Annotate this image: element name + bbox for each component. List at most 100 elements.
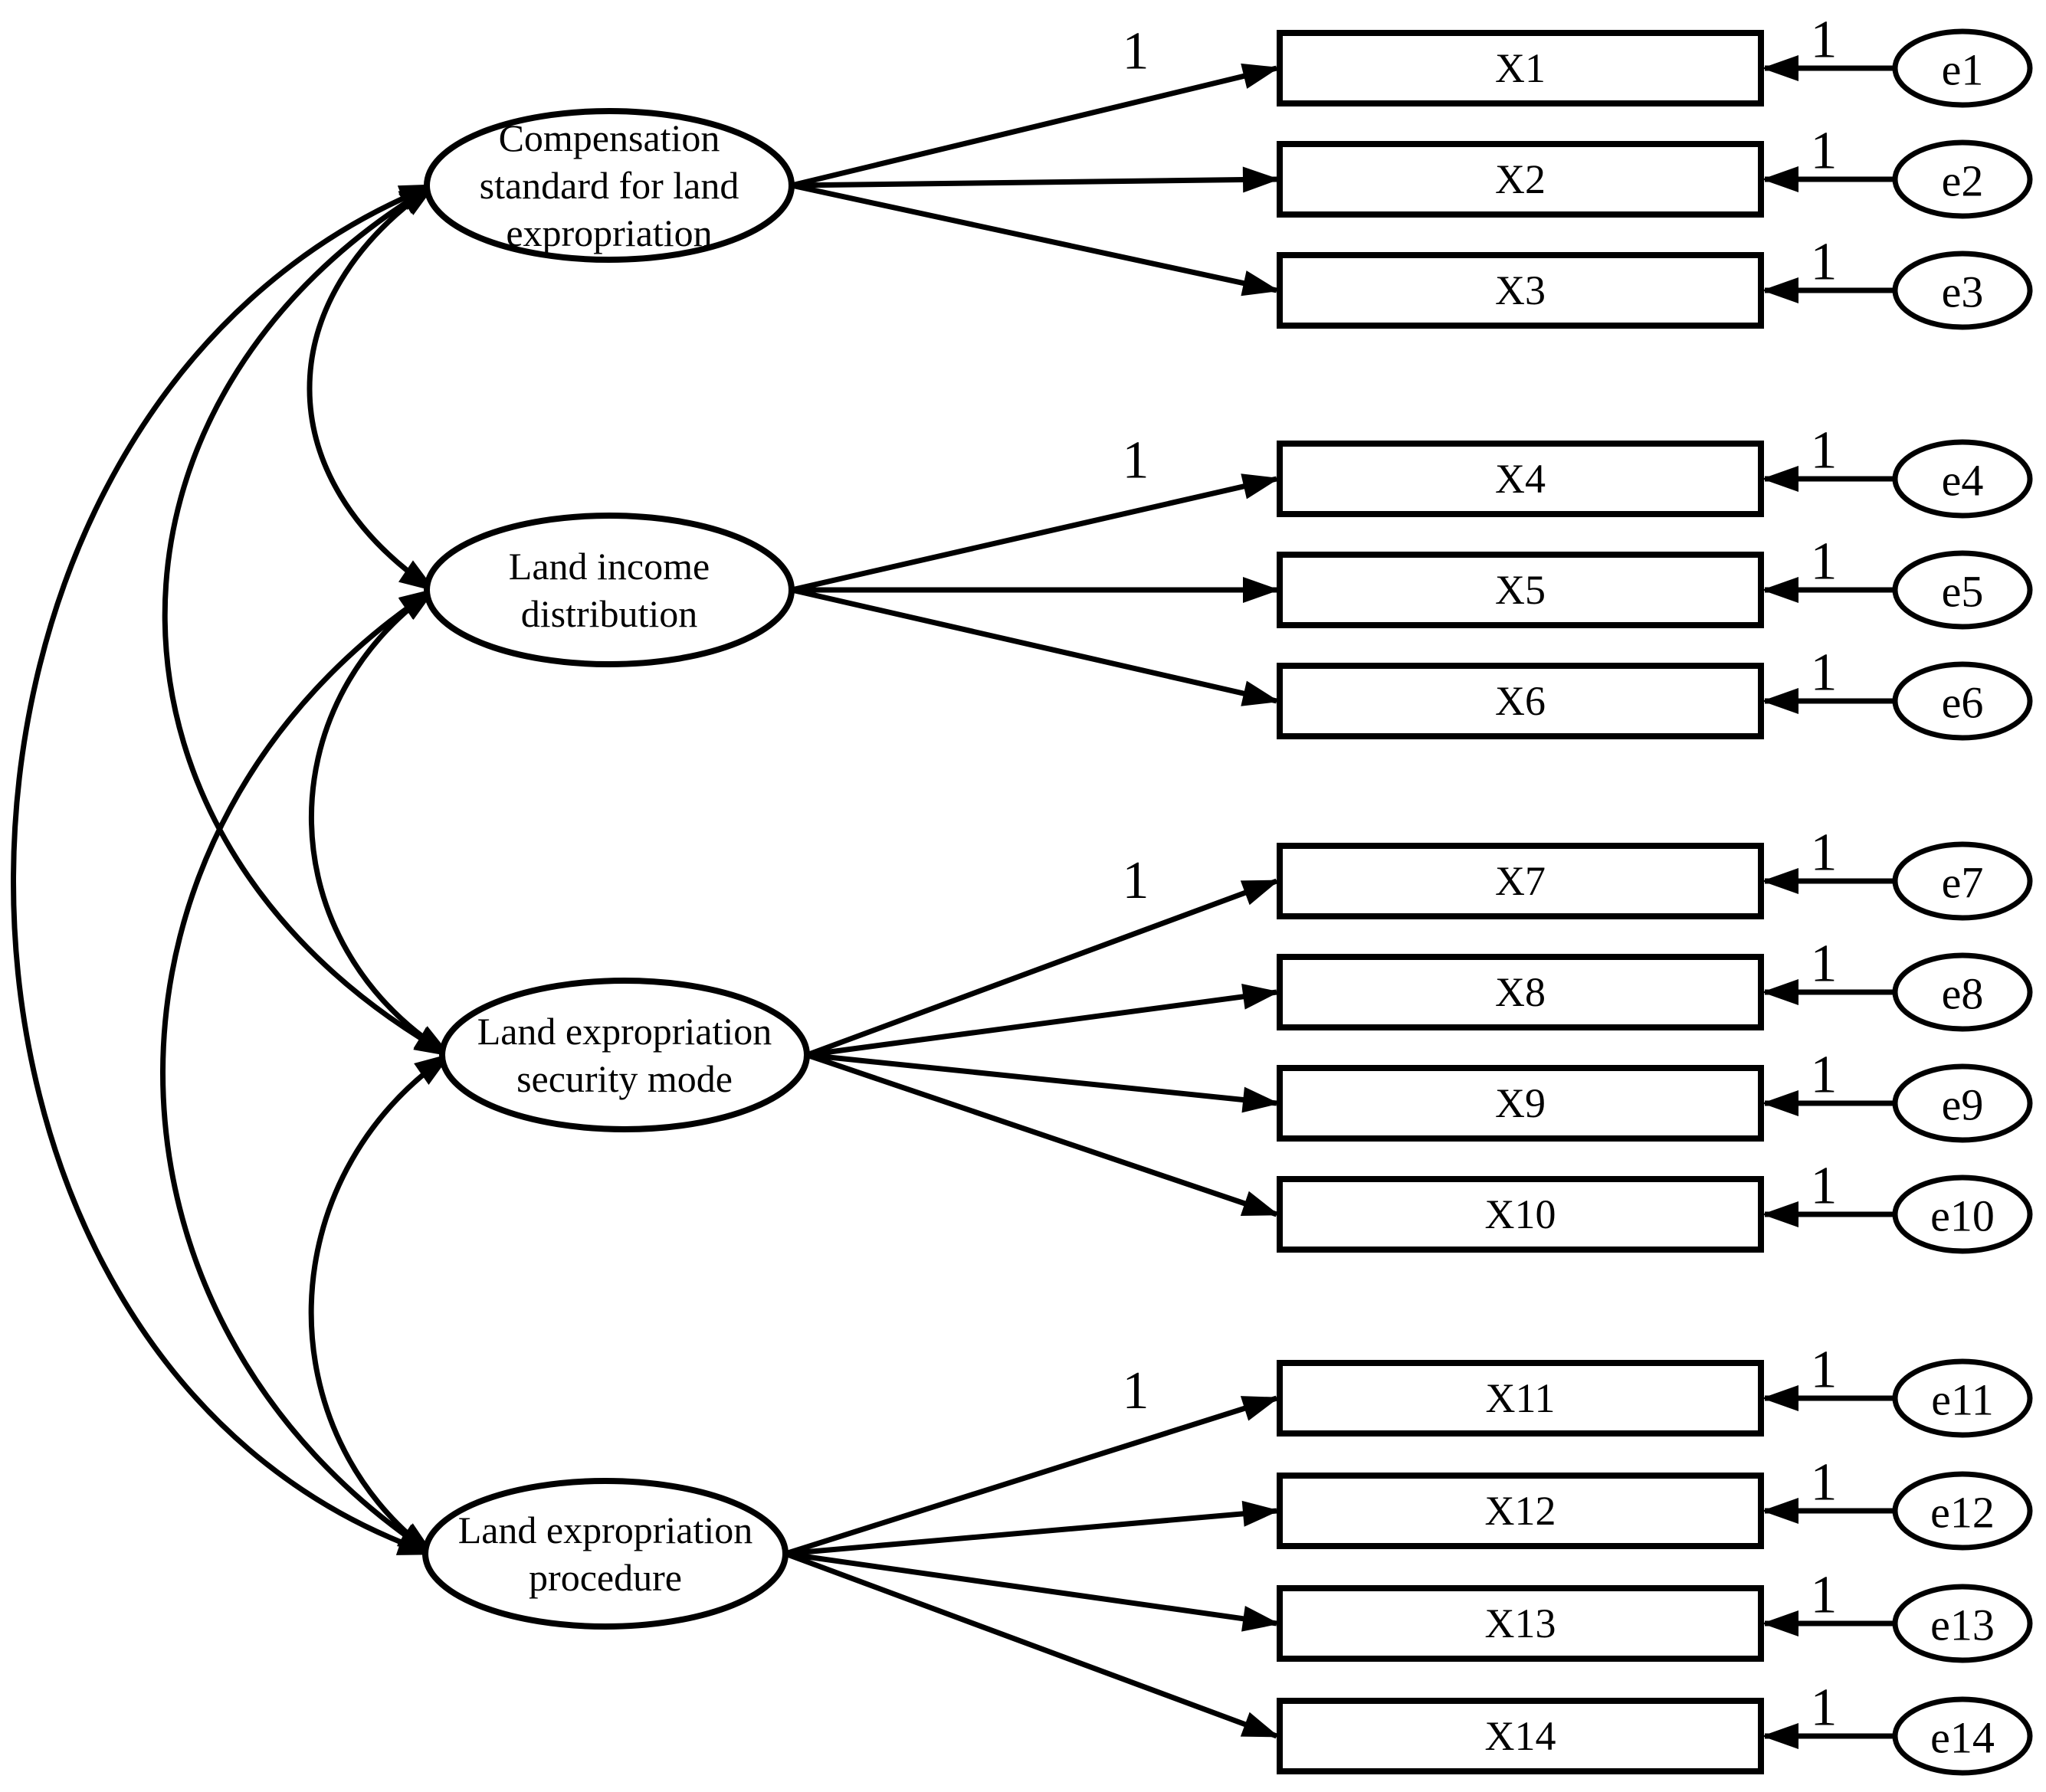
latent-label-l4-line1: Land expropriation [458, 1509, 753, 1551]
latent-label-l3-line2: security mode [516, 1057, 733, 1100]
error-ellipse-e4 [1892, 439, 2033, 519]
observed-label-x1: X1 [1495, 45, 1546, 91]
error-label-e1: e1 [1942, 45, 1984, 95]
error-loading-label-e5: 1 [1811, 532, 1838, 591]
error-ellipse-e7 [1892, 841, 2033, 921]
observed-label-x12: X12 [1485, 1488, 1556, 1534]
observed-label-x8: X8 [1495, 969, 1546, 1015]
error-loading-label-e11: 1 [1811, 1341, 1838, 1400]
observed-box-x3 [1277, 252, 1764, 329]
observed-label-x4: X4 [1495, 456, 1546, 502]
error-ellipse-e5 [1892, 550, 2033, 630]
loading-arrow-l1-x3 [791, 182, 1280, 296]
loading-arrow-l1-x2 [791, 166, 1280, 193]
observed-label-x3: X3 [1495, 267, 1546, 313]
error-loading-label-e14: 1 [1811, 1679, 1838, 1738]
error-loading-label-e10: 1 [1811, 1157, 1838, 1216]
error-ellipse-e9 [1892, 1063, 2033, 1143]
observed-label-x5: X5 [1495, 567, 1546, 613]
error-ellipse-e2 [1892, 139, 2033, 219]
observed-box-x4 [1277, 441, 1764, 517]
observed-box-x11 [1277, 1360, 1764, 1437]
observed-label-x9: X9 [1495, 1080, 1546, 1126]
error-ellipse-e3 [1892, 251, 2033, 330]
observed-label-x13: X13 [1485, 1600, 1556, 1646]
observed-label-x10: X10 [1485, 1191, 1556, 1237]
error-label-e7: e7 [1942, 858, 1984, 908]
error-loading-label-e3: 1 [1811, 233, 1838, 292]
covariance-arrow-l2-l4 [160, 588, 437, 1556]
error-label-e12: e12 [1930, 1488, 1995, 1538]
loading-arrow-l4-x14 [784, 1551, 1280, 1739]
observed-box-x5 [1277, 552, 1764, 628]
error-ellipse-e8 [1892, 952, 2033, 1032]
loading-label-l4: 1 [1123, 1361, 1149, 1420]
observed-label-x7: X7 [1495, 858, 1546, 904]
loading-arrow-l4-x11 [784, 1395, 1280, 1557]
observed-label-x2: X2 [1495, 156, 1546, 202]
latent-label-l2-line2: distribution [521, 592, 698, 635]
error-loading-label-e4: 1 [1811, 421, 1838, 480]
error-loading-label-e8: 1 [1811, 935, 1838, 994]
latent-label-l2-line1: Land income [509, 545, 710, 588]
error-label-e5: e5 [1942, 567, 1984, 617]
error-label-e14: e14 [1930, 1713, 1995, 1763]
loading-arrow-l2-x4 [791, 473, 1280, 593]
error-ellipse-e12 [1892, 1471, 2033, 1551]
error-label-e13: e13 [1930, 1600, 1995, 1650]
error-ellipse-e10 [1892, 1174, 2033, 1254]
loading-arrow-l2-x6 [791, 587, 1280, 706]
error-loading-label-e13: 1 [1811, 1566, 1838, 1625]
error-label-e6: e6 [1942, 678, 1984, 728]
loading-arrow-l1-x1 [791, 63, 1280, 188]
observed-box-x1 [1277, 30, 1764, 106]
observed-box-x6 [1277, 663, 1764, 739]
latent-ellipse-l2 [424, 513, 795, 667]
latent-label-l4-line2: procedure [529, 1556, 682, 1599]
loading-arrow-l3-x7 [805, 878, 1280, 1058]
error-loading-label-e9: 1 [1811, 1046, 1838, 1105]
covariance-arrow-l1-l4 [11, 182, 437, 1557]
error-loading-label-e6: 1 [1811, 644, 1838, 703]
latent-label-l1-line2: standard for land [480, 164, 739, 207]
error-ellipse-e11 [1892, 1358, 2033, 1438]
observed-box-x7 [1277, 843, 1764, 919]
error-label-e9: e9 [1942, 1080, 1984, 1130]
error-ellipse-e1 [1892, 28, 2033, 108]
observed-box-x2 [1277, 141, 1764, 218]
error-ellipse-e13 [1892, 1584, 2033, 1663]
error-loading-label-e1: 1 [1811, 11, 1838, 70]
error-label-e8: e8 [1942, 969, 1984, 1019]
error-label-e11: e11 [1931, 1375, 1994, 1425]
latent-ellipse-l1 [424, 108, 795, 263]
observed-box-x9 [1277, 1065, 1764, 1142]
latent-label-l1-line1: Compensation [499, 116, 720, 159]
loading-label-l1: 1 [1123, 22, 1149, 81]
observed-box-x14 [1277, 1698, 1764, 1774]
error-label-e10: e10 [1930, 1191, 1995, 1241]
observed-label-x11: X11 [1486, 1375, 1556, 1421]
loading-label-l3: 1 [1123, 851, 1149, 910]
latent-label-l3-line1: Land expropriation [477, 1010, 772, 1053]
error-ellipse-e6 [1892, 661, 2033, 741]
covariance-arrow-l2-l3 [309, 588, 452, 1057]
error-label-e2: e2 [1942, 156, 1984, 206]
latent-ellipse-l3 [439, 978, 810, 1132]
loading-arrow-l4-x12 [785, 1500, 1280, 1557]
observed-box-x8 [1277, 954, 1764, 1030]
covariance-arrow-l1-l3 [162, 182, 452, 1058]
observed-box-x12 [1277, 1473, 1764, 1549]
error-label-e4: e4 [1942, 456, 1984, 506]
loading-arrow-l3-x8 [806, 983, 1280, 1058]
loading-arrow-l4-x13 [785, 1551, 1280, 1632]
observed-box-x13 [1277, 1585, 1764, 1662]
observed-label-x14: X14 [1485, 1713, 1556, 1759]
observed-box-x10 [1277, 1176, 1764, 1253]
observed-label-x6: X6 [1495, 678, 1546, 724]
error-label-e3: e3 [1942, 267, 1984, 317]
covariance-arrow-l1-l2 [307, 183, 437, 592]
loading-arrow-l3-x9 [806, 1052, 1280, 1113]
error-loading-label-e2: 1 [1811, 122, 1838, 181]
